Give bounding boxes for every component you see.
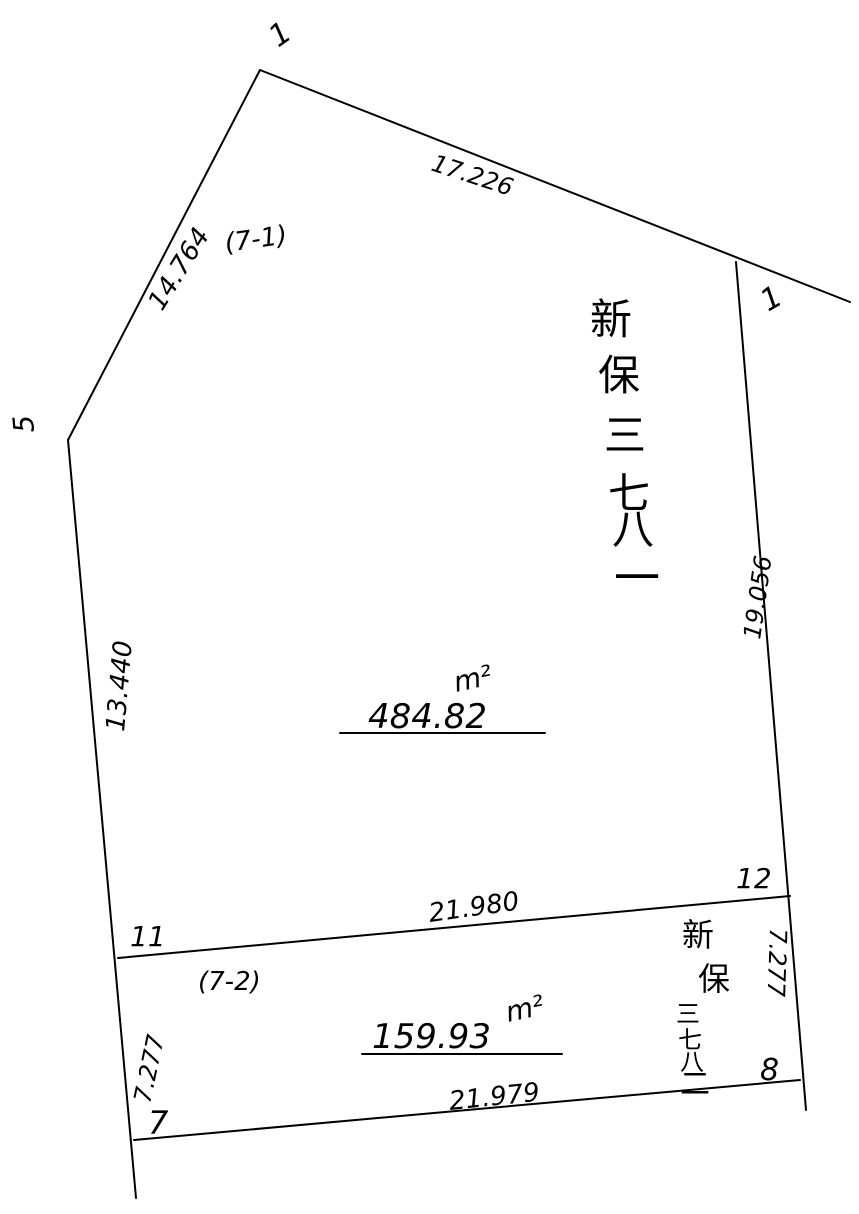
point-labels: 1 1 5 11 12 7 8 <box>7 15 789 1142</box>
point-label-11: 11 <box>130 920 166 953</box>
point-label-12: 12 <box>736 862 772 895</box>
point-label-1-right: 1 <box>755 279 789 319</box>
lower-lot-name-char-6: 二 <box>680 1067 710 1102</box>
point-label-7: 7 <box>148 1104 169 1142</box>
lower-lot-ref: (7-2) <box>198 967 261 997</box>
edge-length-top: 17.226 <box>428 149 517 202</box>
upper-lot-area-unit: m² <box>451 659 496 699</box>
lower-lot-name-char-3: 三 <box>676 1000 700 1028</box>
edge-length-bottom: 21.979 <box>448 1078 542 1117</box>
boundary-lines <box>67 69 851 1199</box>
lower-lot-name-char-2: 保 <box>698 960 730 998</box>
lower-lot-name-char-1: 新 <box>682 916 714 954</box>
upper-lot-name-char-5: 八 <box>612 505 654 554</box>
edge-length-upper-left: 14.764 <box>142 223 216 316</box>
edge-length-lower-left: 7.277 <box>128 1032 170 1106</box>
lower-lot: (7-2) m² 159.93 新 保 三 七 八 二 <box>198 916 730 1102</box>
lower-lot-area-unit: m² <box>503 989 548 1029</box>
right-boundary-line <box>735 261 807 1111</box>
bottom-boundary-line <box>133 1079 801 1141</box>
point-label-8: 8 <box>760 1053 779 1088</box>
upper-left-boundary-line <box>67 69 261 441</box>
edge-length-lower-right: 7.277 <box>762 928 792 998</box>
upper-lot-name-char-2: 保 <box>598 351 640 400</box>
edge-length-right: 19.056 <box>738 554 777 641</box>
middle-boundary-line <box>117 895 791 959</box>
point-label-1-top: 1 <box>263 15 299 55</box>
upper-lot-name-char-6: 一 <box>614 551 660 605</box>
upper-lot-area: 484.82 <box>368 697 487 737</box>
edge-length-left: 13.440 <box>101 639 139 732</box>
upper-lot-name-char-4: 七 <box>608 469 650 518</box>
upper-lot-ref: (7-1) <box>223 220 289 258</box>
lower-lot-name-char-4: 七 <box>678 1026 702 1054</box>
point-label-5: 5 <box>7 414 41 435</box>
top-boundary-line <box>259 69 851 303</box>
upper-lot-name-char-1: 新 <box>590 295 632 344</box>
lower-lot-name-char-5: 八 <box>680 1048 704 1076</box>
lower-lot-area: 159.93 <box>372 1017 491 1057</box>
upper-lot: (7-1) m² 484.82 新 保 三 七 八 一 <box>223 220 660 737</box>
left-boundary-line <box>67 439 137 1199</box>
upper-lot-name-char-3: 三 <box>604 411 646 460</box>
